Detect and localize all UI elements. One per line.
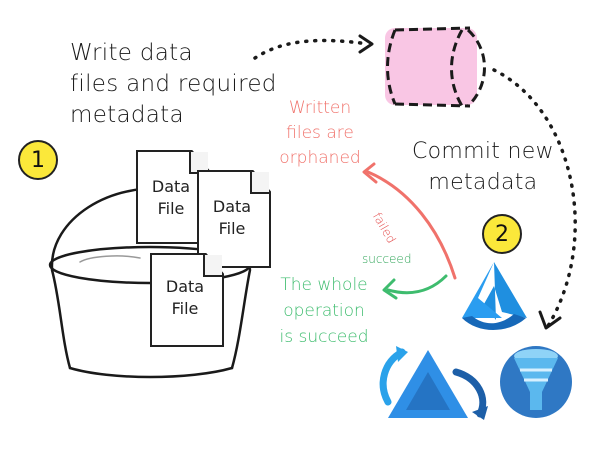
sync-triangle-icon: [379, 346, 488, 420]
orphaned-files-label: Written files are orphaned: [279, 98, 361, 168]
arrow-write-to-metadata: [253, 34, 374, 60]
data-file-label: Data File: [165, 277, 205, 318]
step-number: 2: [495, 221, 509, 247]
step-badge-1: 1: [18, 140, 58, 180]
succeed-label: succeed: [362, 252, 412, 266]
step-badge-2: 2: [482, 214, 522, 254]
azure-data-lake-icon: [462, 262, 527, 330]
metadata-cylinder-icon: [385, 26, 486, 108]
write-data-label: Write data files and required metadata: [70, 40, 277, 128]
data-file-label: Data File: [212, 197, 252, 238]
commit-metadata-label: Commit new metadata: [412, 139, 554, 195]
operation-succeed-label: The whole operation is succeed: [279, 275, 369, 347]
arrow-succeed: [382, 274, 448, 300]
step-number: 1: [31, 147, 45, 173]
data-file-label: Data File: [151, 177, 191, 218]
arrow-metadata-to-commit: [492, 68, 577, 330]
storage-funnel-icon: [500, 346, 572, 418]
arrow-failed: [362, 162, 457, 280]
